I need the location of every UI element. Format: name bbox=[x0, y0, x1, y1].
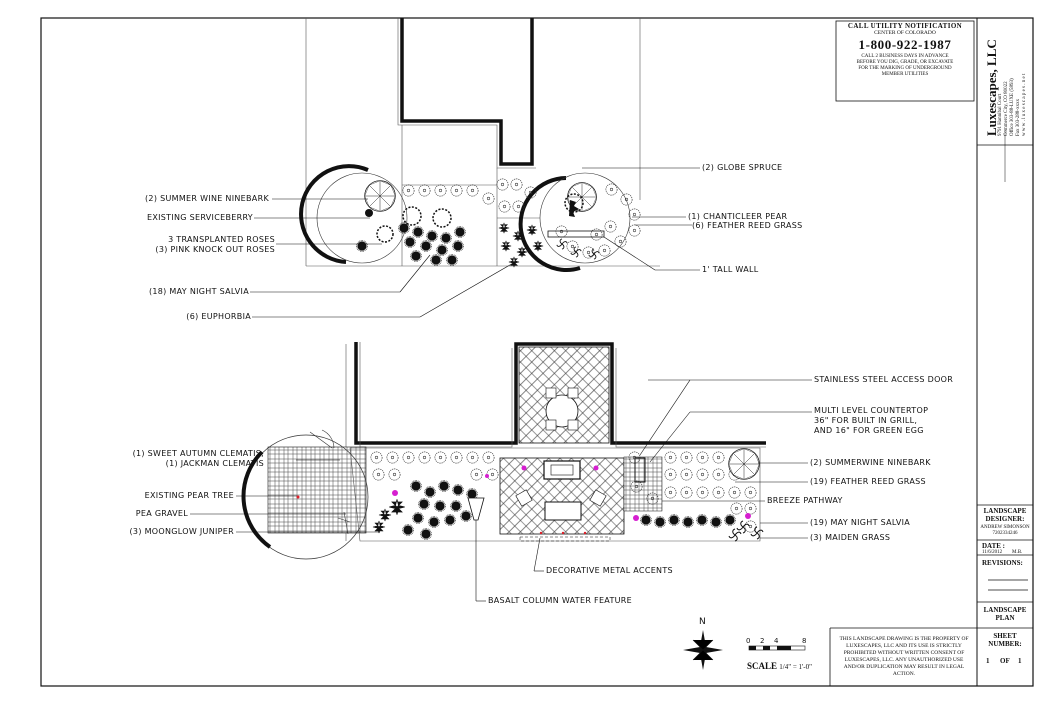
scale-word: SCALE bbox=[747, 661, 778, 671]
sheet-number-label: SHEET NUMBER: bbox=[988, 632, 1022, 648]
revisions-label: REVISIONS: bbox=[982, 559, 1023, 567]
label-jackman-clematis: (1) JACKMAN CLEMATIS bbox=[165, 459, 264, 468]
notice-line-1: CALL UTILITY NOTIFICATION bbox=[847, 22, 963, 30]
notice-line-2: CENTER OF COLORADO bbox=[874, 30, 936, 36]
plan-title: LANDSCAPE PLAN bbox=[983, 606, 1027, 622]
date-initials: M.B. bbox=[1012, 550, 1023, 555]
notice-line-6: FOR THE MARKING OF UNDERGROUND bbox=[858, 66, 952, 71]
notice-phone: 1-800-922-1987 bbox=[858, 37, 952, 52]
notice-line-5: BEFORE YOU DIG, GRADE, OR EXCAVATE bbox=[856, 60, 954, 65]
date-label: DATE : bbox=[982, 542, 1006, 550]
label-breeze-pathway: BREEZE PATHWAY bbox=[767, 496, 843, 505]
label-globe-spruce: (2) GLOBE SPRUCE bbox=[702, 163, 783, 172]
scale-label: SCALE 1/4" = 1'-0" bbox=[747, 661, 812, 671]
label-may-night-salvia-bottom: (19) MAY NIGHT SALVIA bbox=[810, 518, 911, 527]
label-basalt-water-feature: BASALT COLUMN WATER FEATURE bbox=[488, 596, 633, 605]
label-pea-gravel: PEA GRAVEL bbox=[135, 509, 188, 518]
label-euphorbia: (6) EUPHORBIA bbox=[186, 312, 251, 321]
scale-tick-8: 8 bbox=[802, 637, 807, 645]
north-label: N bbox=[699, 617, 707, 627]
label-tall-wall: 1' TALL WALL bbox=[702, 265, 759, 274]
label-pink-knockout-roses: (3) PINK KNOCK OUT ROSES bbox=[155, 245, 275, 254]
sheet-number: 1 bbox=[986, 657, 990, 665]
company-block: Luxescapes, LLC 9791 Hannibal Court Comm… bbox=[982, 20, 1027, 138]
date-value: 11/6/2012 bbox=[982, 550, 1003, 555]
utility-notice: CALL UTILITY NOTIFICATION CENTER OF COLO… bbox=[836, 22, 974, 78]
label-multi-level-countertop: MULTI LEVEL COUNTERTOP bbox=[814, 406, 929, 415]
scale-tick-2: 2 bbox=[760, 637, 765, 645]
label-decorative-metal-accents: DECORATIVE METAL ACCENTS bbox=[546, 566, 673, 575]
label-chanticleer-pear: (1) CHANTICLEER PEAR bbox=[688, 212, 788, 221]
label-existing-pear-tree: EXISTING PEAR TREE bbox=[144, 491, 234, 500]
label-summer-wine-ninebark: (2) SUMMER WINE NINEBARK bbox=[145, 194, 269, 203]
sheet-total: 1 bbox=[1018, 657, 1022, 665]
label-countertop-egg-height: AND 16" FOR GREEN EGG bbox=[814, 426, 924, 435]
label-transplanted-roses: 3 TRANSPLANTED ROSES bbox=[168, 235, 275, 244]
company-phone: Office 303-88-LUXE (5893) bbox=[1010, 78, 1015, 136]
notice-line-4: CALL 2 BUSINESS DAYS IN ADVANCE bbox=[861, 54, 949, 59]
sheet-of: OF bbox=[1000, 657, 1010, 665]
scale-tick-4: 4 bbox=[774, 637, 779, 645]
label-moonglow-juniper: (3) MOONGLOW JUNIPER bbox=[129, 527, 234, 536]
label-may-night-salvia-top: (18) MAY NIGHT SALVIA bbox=[148, 287, 249, 296]
legal-notice: THIS LANDSCAPE DRAWING IS THE PROPERTY O… bbox=[839, 636, 969, 677]
scale-bar bbox=[748, 645, 806, 651]
notice-line-7: MEMBER UTILITIES bbox=[881, 72, 929, 77]
label-summerwine-ninebark-bottom: (2) SUMMERWINE NINEBARK bbox=[810, 458, 931, 467]
front-yard-plan bbox=[250, 18, 700, 318]
company-fax: Fax 303-288-xxxx bbox=[1016, 98, 1021, 136]
designer-phone: 7202334246 bbox=[992, 531, 1018, 536]
scale-value: 1/4" = 1'-0" bbox=[779, 663, 812, 671]
designer-label: LANDSCAPE DESIGNER: bbox=[983, 507, 1027, 523]
label-countertop-grill-height: 36" FOR BUILT IN GRILL, bbox=[814, 416, 918, 425]
label-feather-reed-grass-bottom: (19) FEATHER REED GRASS bbox=[810, 477, 926, 486]
label-maiden-grass: (3) MAIDEN GRASS bbox=[810, 533, 891, 542]
north-arrow-graphic bbox=[683, 630, 723, 670]
company-address-1: 9791 Hannibal Court bbox=[998, 93, 1003, 136]
scale-tick-0: 0 bbox=[746, 637, 751, 645]
company-website: w w w . l u x e s c a p e s . n e t bbox=[1022, 73, 1027, 136]
label-sweet-autumn-clematis: (1) SWEET AUTUMN CLEMATIS, bbox=[132, 449, 264, 458]
label-feather-reed-grass-top: (6) FEATHER REED GRASS bbox=[692, 221, 803, 230]
label-existing-serviceberry: EXISTING SERVICEBERRY bbox=[146, 213, 253, 222]
backyard-patio-plan bbox=[190, 342, 812, 602]
label-stainless-access-door: STAINLESS STEEL ACCESS DOOR bbox=[814, 375, 954, 384]
designer-name: ANDREW SIMONSON bbox=[980, 525, 1030, 530]
company-address-2: Commerce City, CO 80022 bbox=[1004, 81, 1009, 136]
